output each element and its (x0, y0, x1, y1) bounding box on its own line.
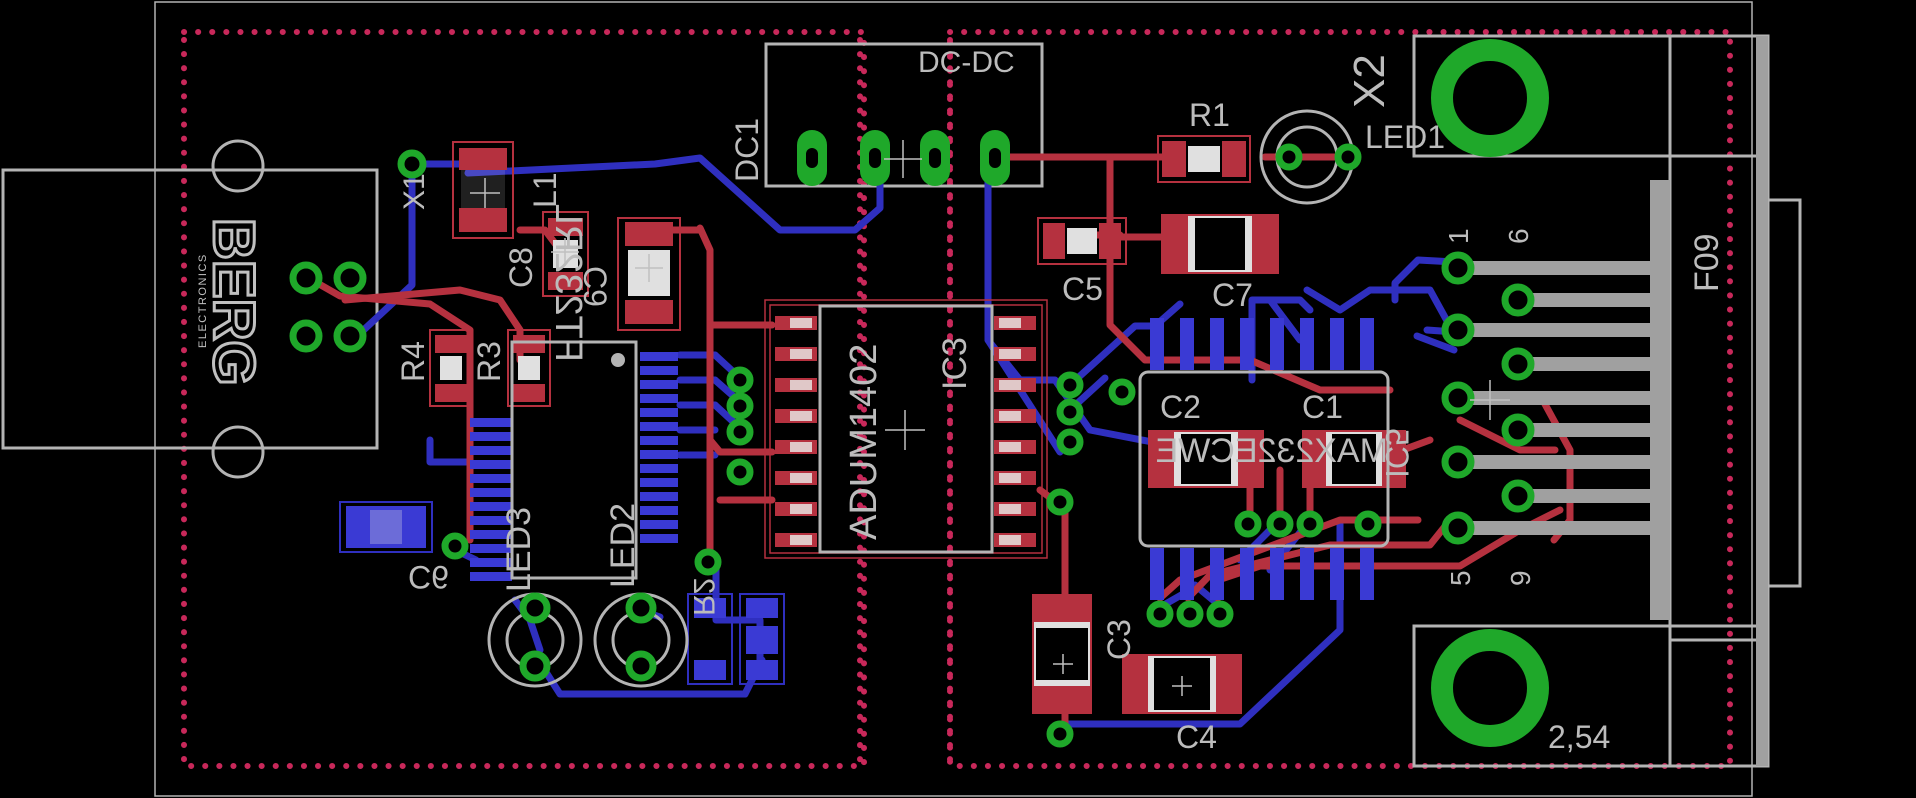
origin-markers (470, 140, 1510, 696)
label-r2: R2 (687, 578, 720, 616)
label-ic3: IC3 (936, 337, 974, 390)
label-pin6: 6 (1503, 228, 1534, 244)
label-pin9: 9 (1505, 570, 1536, 586)
label-f09: F09 (1688, 233, 1726, 292)
board-outline (154, 1, 1753, 797)
label-adum: ADUM1402 (843, 344, 885, 540)
label-c5: C5 (1062, 271, 1103, 307)
adum1402-ic (764, 299, 1048, 559)
berg-logo-text: BERG (201, 218, 266, 386)
label-led1: LED1 (1365, 119, 1445, 155)
usb-connector-outline (1, 139, 379, 479)
label-ft: FT232RL (547, 204, 589, 362)
berg-logo: BERG ELECTRONICS (197, 217, 268, 388)
c2-capacitor (1148, 430, 1264, 488)
mounting-holes (1431, 39, 1549, 747)
label-c8: C8 (503, 247, 539, 288)
l1-inductor (452, 141, 514, 239)
max232-ic (1138, 318, 1390, 600)
c6-capacitor (339, 501, 433, 553)
label-c3: C3 (1101, 619, 1137, 660)
r2-resistor (687, 593, 733, 685)
label-x2: X2 (1345, 54, 1394, 108)
smd-components-top (429, 135, 1406, 714)
label-c9: C9 (577, 266, 613, 307)
label-dc1: DC1 (729, 118, 765, 182)
through-hole-pads (289, 143, 1535, 748)
label-led2: LED2 (604, 503, 642, 588)
label-c7: C7 (1212, 277, 1253, 313)
r3-resistor (507, 329, 551, 407)
c3-capacitor (1032, 594, 1092, 714)
label-pin5: 5 (1445, 570, 1476, 586)
db9-pin-tracks (1451, 261, 1657, 535)
label-c1: C1 (1302, 389, 1343, 425)
berg-electronics-text: ELECTRONICS (197, 253, 209, 348)
label-r3: R3 (471, 341, 507, 382)
label-c6: C6 (408, 559, 449, 595)
r-small-resistor (739, 593, 785, 685)
label-x1: X1 (398, 173, 431, 210)
label-pin1: 1 (1443, 228, 1474, 244)
label-dcdc: DC-DC (918, 46, 1015, 79)
ft232rl-ic (470, 340, 678, 581)
label-c2: C2 (1160, 389, 1201, 425)
label-pitch: 2,54 (1548, 719, 1610, 755)
c5-capacitor (1037, 217, 1127, 265)
label-c4: C4 (1176, 719, 1217, 755)
label-led3: LED3 (500, 507, 538, 592)
silkscreen-labels: DC-DC DC1 R1 X2 LED1 X1 L1 C8 C9 C5 C7 R… (395, 46, 1726, 755)
keepout-regions (181, 29, 1733, 769)
c7-capacitor (1161, 214, 1279, 274)
label-ic5: IC5 (1379, 428, 1415, 478)
r4-resistor (429, 329, 473, 407)
label-r4: R4 (395, 341, 431, 382)
r1-resistor (1157, 135, 1251, 183)
smd-components-bottom (339, 501, 785, 685)
dcdc-pads (797, 130, 1010, 186)
db9-connector-outline (1412, 34, 1802, 768)
label-l1: L1 (527, 172, 563, 208)
label-r1: R1 (1189, 97, 1230, 133)
dcdc-outline (764, 42, 1044, 188)
label-max: MAX232ECWE (1156, 432, 1388, 470)
